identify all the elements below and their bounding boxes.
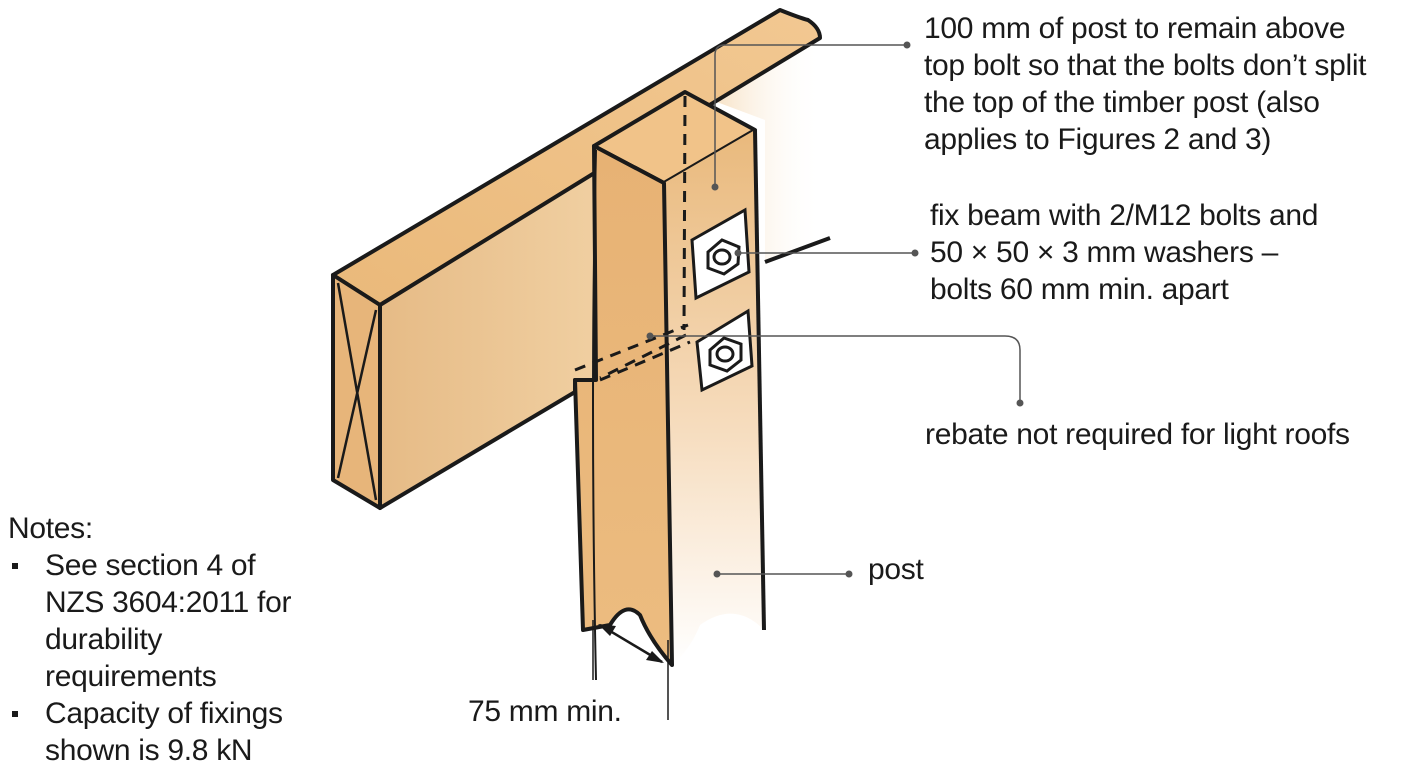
leader-dot-top-end xyxy=(903,41,911,49)
label-line: applies to Figures 2 and 3) xyxy=(924,123,1272,156)
dimension-arrow-right xyxy=(646,651,664,663)
bolt-fixing-label: fix beam with 2/M12 bolts and 50 × 50 × … xyxy=(930,197,1318,308)
upper-washer-bolt xyxy=(690,207,751,301)
post-front-face xyxy=(573,144,674,667)
label-line: bolts 60 mm min. apart xyxy=(930,273,1229,306)
post-side-face xyxy=(664,130,764,665)
rebate-label: rebate not required for light roofs xyxy=(925,418,1350,451)
note-line: See section 4 of xyxy=(45,549,256,582)
note-item: Capacity of fixings shown is 9.8 kN xyxy=(8,695,291,769)
post-label: post xyxy=(868,553,924,586)
notes-heading: Notes: xyxy=(8,512,93,545)
leader-dot-rebate xyxy=(646,332,654,340)
beam-top-face xyxy=(331,8,822,307)
notes-list: See section 4 of NZS 3604:2011 for durab… xyxy=(8,547,291,769)
dimension-label: 75 mm min. xyxy=(468,695,622,728)
note-item: See section 4 of NZS 3604:2011 for durab… xyxy=(8,547,291,695)
beam-bottom-edge-right xyxy=(764,236,831,264)
label-line: the top of the timber post (also xyxy=(924,86,1320,119)
label-line: 100 mm of post to remain above xyxy=(924,12,1346,45)
post-front-inner-line xyxy=(592,149,597,681)
lower-washer-bolt xyxy=(695,308,754,393)
leader-dot-post-end xyxy=(845,570,853,578)
rebate-hidden-lines xyxy=(574,95,691,382)
leader-dot-fix-end xyxy=(911,249,919,257)
notes-block: Notes: See section 4 of NZS 3604:2011 fo… xyxy=(8,510,291,769)
note-line: Capacity of fixings xyxy=(45,697,283,730)
label-line: top bolt so that the bolts don’t split xyxy=(924,49,1367,82)
leader-rebate xyxy=(650,335,1021,402)
leader-top-bolt xyxy=(714,44,907,187)
label-line: fix beam with 2/M12 bolts and xyxy=(930,199,1319,232)
leader-dot-top xyxy=(711,183,719,191)
leader-dot-post xyxy=(713,570,721,578)
label-line: 50 × 50 × 3 mm washers – xyxy=(930,236,1278,269)
note-line: requirements xyxy=(45,660,217,693)
leader-dot-fix xyxy=(734,249,742,257)
note-line: durability xyxy=(45,623,163,656)
note-line: NZS 3604:2011 for xyxy=(45,586,292,619)
beam-end-cross xyxy=(336,282,378,501)
dimension-arrow-left xyxy=(598,624,616,636)
leader-dot-rebate-end xyxy=(1016,399,1024,407)
note-line: shown is 9.8 kN xyxy=(45,734,253,767)
top-bolt-clearance-label: 100 mm of post to remain above top bolt … xyxy=(924,10,1367,158)
post-side-right-edge xyxy=(753,129,766,631)
